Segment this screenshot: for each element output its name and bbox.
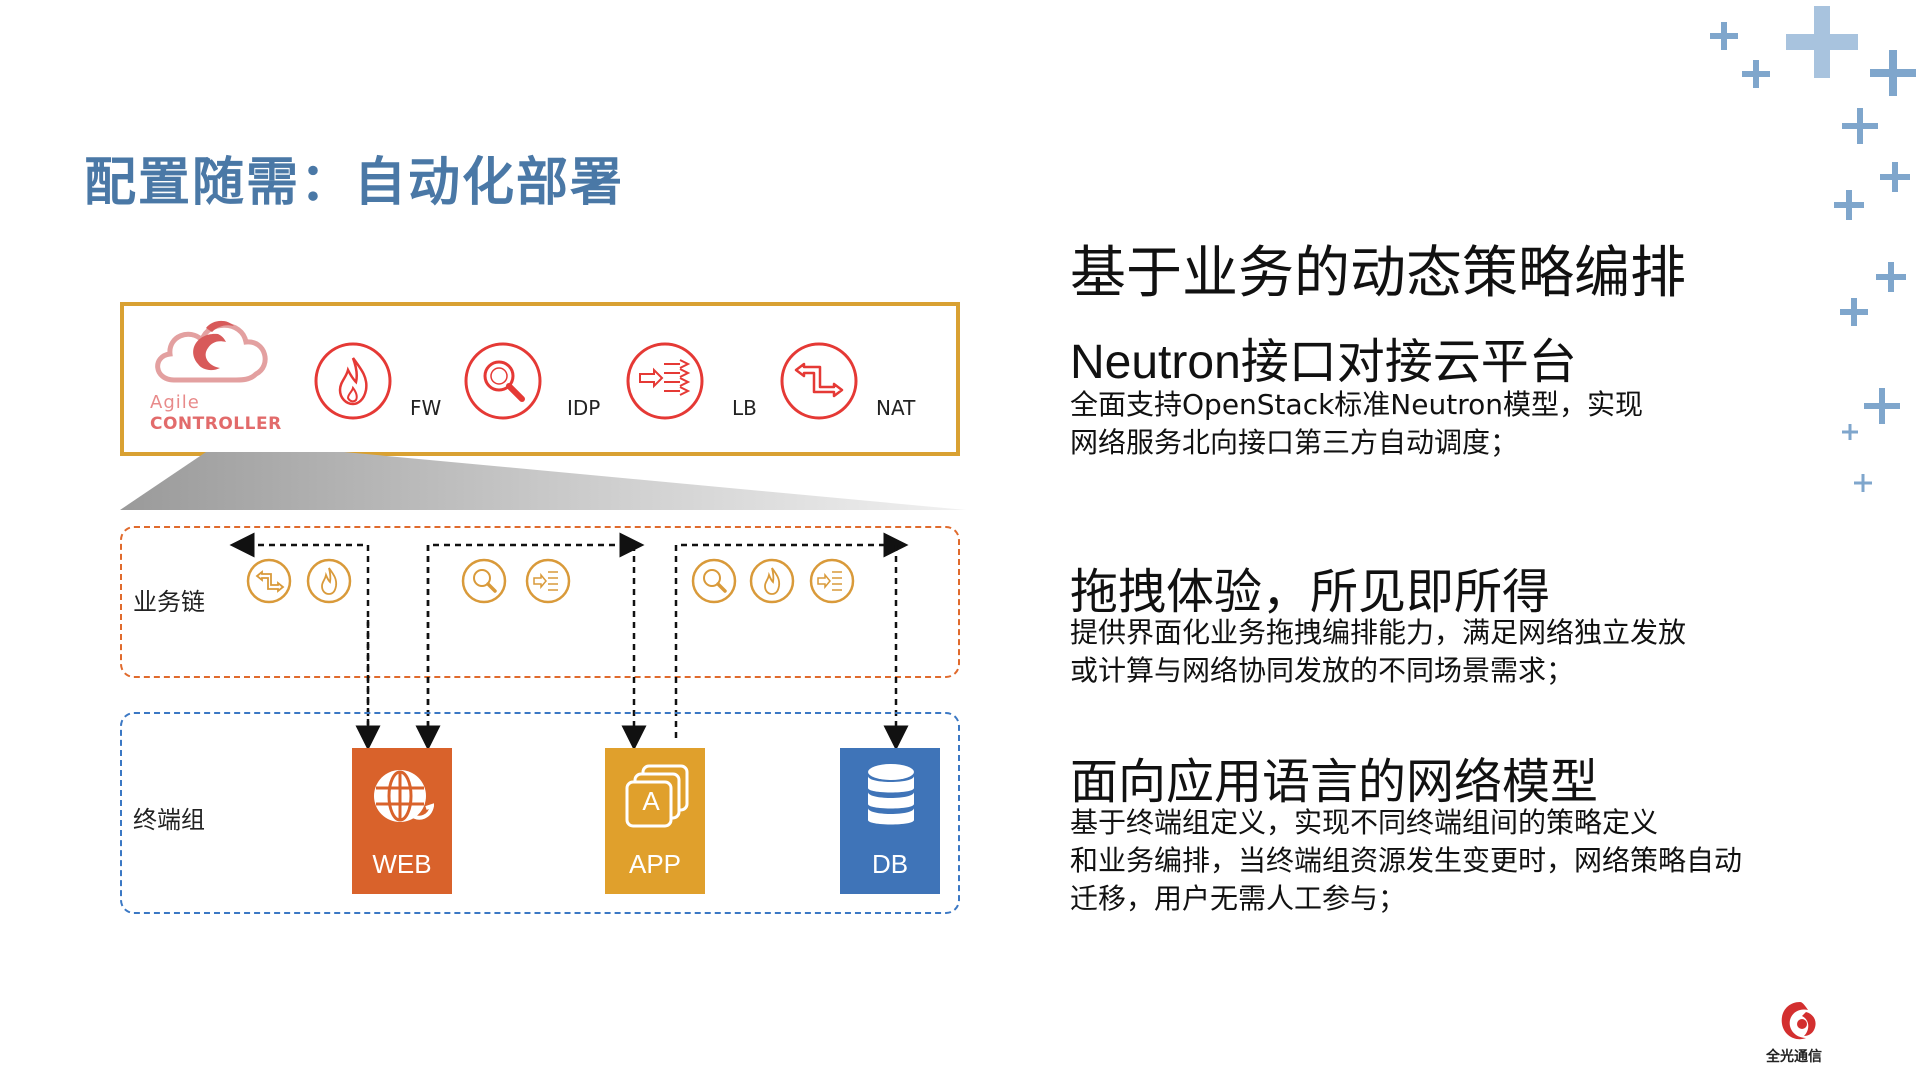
tile-db[interactable]: DB — [840, 748, 940, 894]
magnifier-icon — [461, 558, 507, 604]
service-lb[interactable] — [624, 340, 706, 422]
flame-icon — [314, 342, 392, 420]
tile-label-app: APP — [628, 849, 682, 879]
tile-web[interactable]: WEB — [352, 748, 452, 894]
section-3-line-2: 和业务编排，当终端组资源发生变更时，网络策略自动 — [1070, 844, 1743, 877]
section-3-title: 面向应用语言的网络模型 — [1070, 756, 1599, 809]
section-1-line-2: 网络服务北向接口第三方自动调度； — [1070, 426, 1519, 459]
swirl-logo-icon — [1781, 1002, 1816, 1040]
agile-controller-logo — [146, 312, 276, 392]
cross-icon — [1876, 262, 1906, 292]
cloud-icon — [155, 320, 268, 383]
cross-icon — [1842, 424, 1858, 440]
service-chain-label: 业务链 — [133, 588, 205, 616]
chain-group-1[interactable] — [245, 556, 357, 606]
section-2-line-1: 提供界面化业务拖拽编排能力，满足网络独立发放 — [1070, 616, 1687, 649]
load-balance-icon — [626, 342, 704, 420]
service-label-nat: NAT — [876, 396, 916, 420]
cross-icon — [1840, 298, 1868, 326]
cross-icon — [1710, 22, 1738, 50]
company-name: 全光通信 — [1766, 1049, 1822, 1065]
terminal-group-label: 终端组 — [133, 806, 205, 834]
section-1-title: Neutron接口对接云平台 — [1070, 336, 1577, 389]
section-3-line-1: 基于终端组定义，实现不同终端组间的策略定义 — [1070, 806, 1659, 839]
main-heading: 基于业务的动态策略编排 — [1070, 241, 1686, 306]
flame-icon — [306, 558, 352, 604]
tile-label-web: WEB — [372, 849, 432, 879]
service-fw[interactable] — [312, 340, 394, 422]
terminal-group-panel — [120, 712, 960, 914]
section-2-title: 拖拽体验，所见即所得 — [1070, 566, 1551, 619]
globe-icon — [374, 770, 434, 822]
page-title: 配置随需：自动化部署 — [84, 153, 625, 213]
flow-arrows — [229, 532, 909, 751]
magnifier-icon — [691, 558, 737, 604]
chain-group-3[interactable] — [690, 556, 860, 606]
section-1-line-1: 全面支持OpenStack标准Neutron模型，实现 — [1070, 388, 1643, 421]
load-balance-icon — [809, 558, 855, 604]
service-chain-panel — [120, 526, 960, 678]
tile-app[interactable]: A APP — [605, 748, 705, 894]
brand-line2: CONTROLLER — [150, 414, 282, 434]
tile-label-db: DB — [871, 849, 909, 879]
magnifier-icon — [464, 342, 542, 420]
service-label-fw: FW — [410, 396, 442, 420]
projection-shape — [120, 452, 966, 510]
app-stack-icon — [625, 764, 689, 828]
database-icon — [868, 764, 914, 825]
brand-line1: Agile — [150, 392, 200, 413]
cross-icon — [1786, 6, 1858, 78]
section-1-body: 全面支持OpenStack标准Neutron模型，实现 网络服务北向接口第三方自… — [1070, 386, 1643, 462]
service-nat[interactable] — [778, 340, 860, 422]
section-3-body: 基于终端组定义，实现不同终端组间的策略定义 和业务编排，当终端组资源发生变更时，… — [1070, 804, 1742, 918]
section-2-body: 提供界面化业务拖拽编排能力，满足网络独立发放 或计算与网络协同发放的不同场景需求… — [1070, 614, 1686, 690]
section-3-line-3: 迁移，用户无需人工参与； — [1070, 882, 1407, 915]
app-icon-letter: A — [642, 786, 660, 816]
service-label-idp: IDP — [567, 396, 601, 420]
cross-icon — [1880, 162, 1910, 192]
cross-icon — [1834, 190, 1864, 220]
flame-icon — [749, 558, 795, 604]
cross-icon — [1864, 388, 1900, 424]
service-label-lb: LB — [732, 396, 757, 420]
company-logo — [1776, 998, 1824, 1046]
service-idp[interactable] — [462, 340, 544, 422]
nat-icon — [246, 558, 292, 604]
nat-icon — [780, 342, 858, 420]
cross-icon — [1854, 474, 1872, 492]
load-balance-icon — [525, 558, 571, 604]
cross-icon — [1842, 108, 1878, 144]
cross-icon — [1870, 50, 1916, 96]
controller-panel — [120, 302, 960, 456]
section-2-line-2: 或计算与网络协同发放的不同场景需求； — [1070, 654, 1575, 687]
cross-icon — [1742, 60, 1770, 88]
chain-group-2[interactable] — [460, 556, 572, 606]
